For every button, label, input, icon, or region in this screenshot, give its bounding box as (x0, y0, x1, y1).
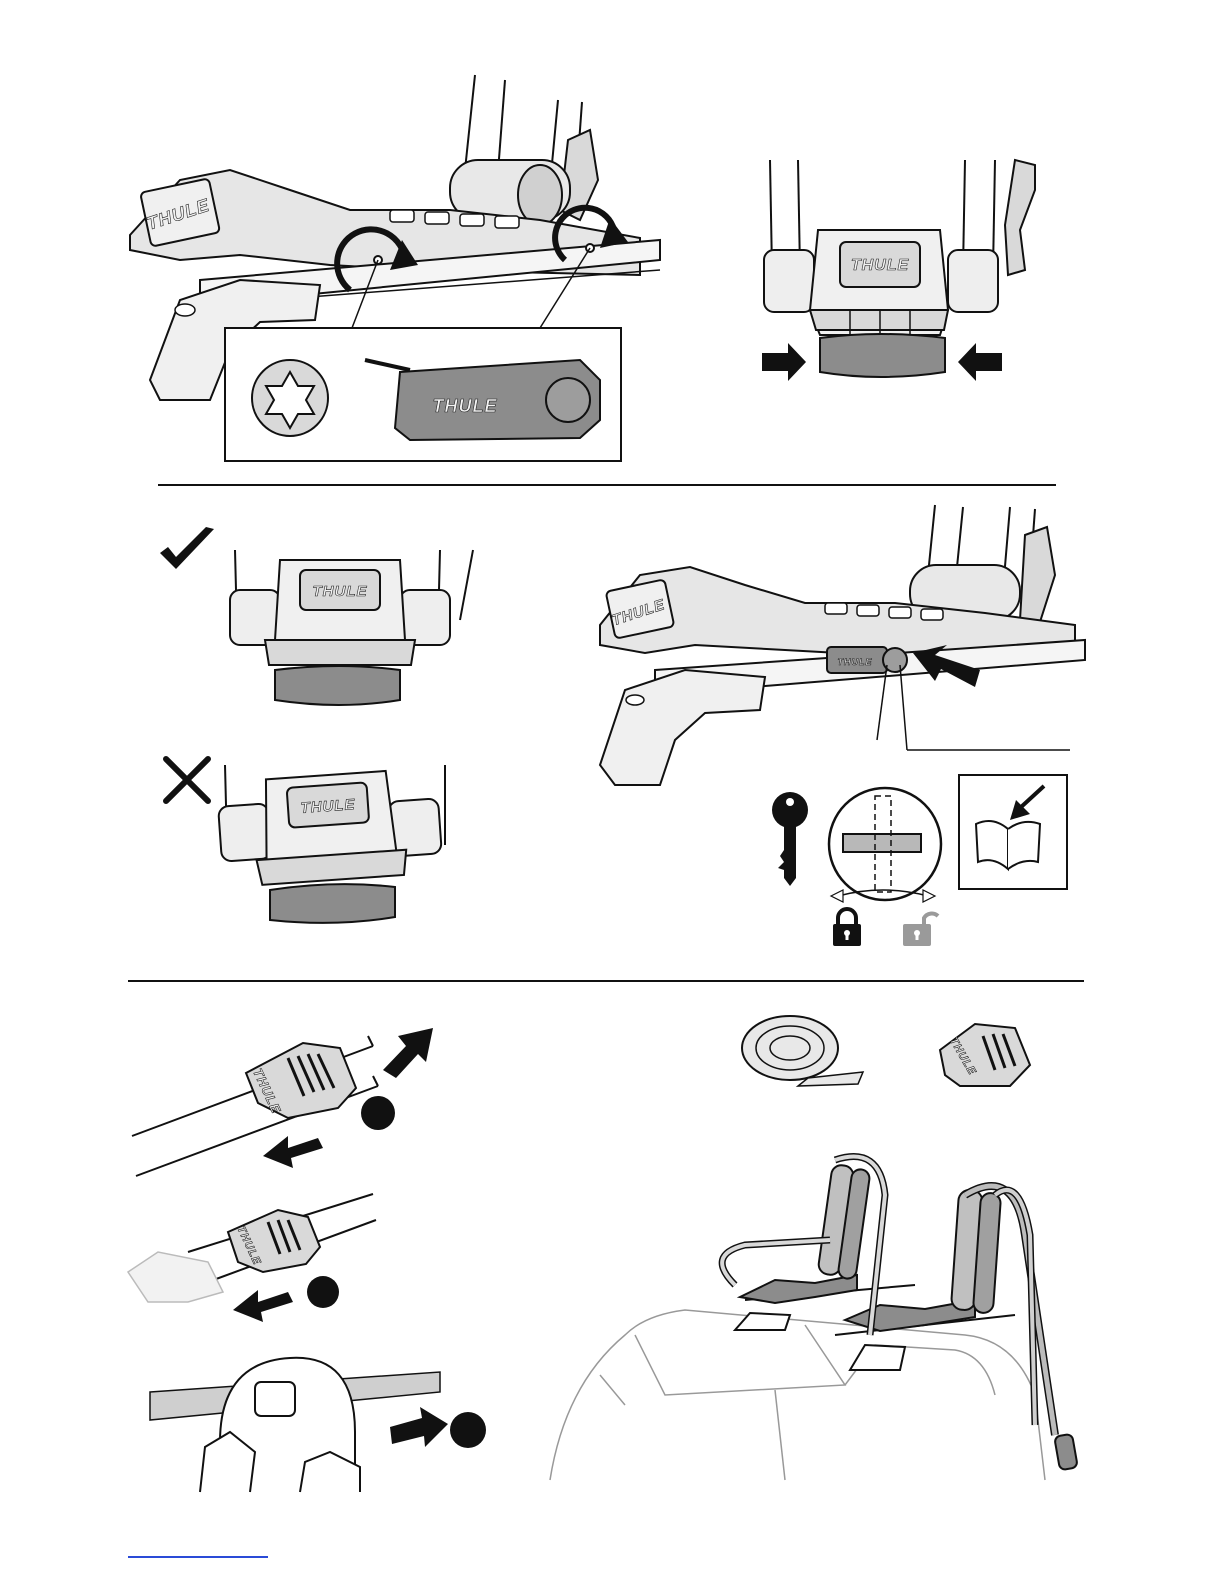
section-divider (158, 484, 1056, 486)
svg-text:THULE: THULE (433, 396, 498, 416)
strap-roll-illustration (738, 1012, 868, 1087)
strap-step-3 (150, 1352, 520, 1497)
strap-step-1: THULE (128, 1018, 448, 1188)
lock-cover: THULE (365, 360, 600, 440)
key-icon (768, 790, 818, 890)
lock-insert-illustration: THULE THULE (595, 495, 1085, 795)
correct-fit-illustration: THULE (225, 540, 485, 720)
lock-cylinder-detail (823, 786, 953, 916)
buckle-illustration: THULE (935, 1020, 1035, 1090)
carrier-mount-illustration: THULE THULE (120, 60, 680, 480)
torx-bit-icon (252, 360, 328, 436)
svg-text:THULE: THULE (838, 657, 873, 667)
cradle-front-illustration: THULE (750, 150, 1050, 390)
checkmark-icon (158, 525, 218, 575)
cross-icon (162, 755, 212, 805)
svg-text:THULE: THULE (851, 257, 910, 274)
incorrect-fit-illustration: THULE (215, 755, 475, 935)
section-divider (128, 980, 1084, 982)
strap-step-2: THULE (128, 1192, 398, 1332)
padlock-unlocked-icon (900, 908, 940, 948)
manual-reference-icon (958, 774, 1068, 890)
footer-link-underline[interactable] (128, 1556, 268, 1558)
padlock-locked-icon (830, 908, 864, 948)
svg-text:THULE: THULE (313, 583, 368, 600)
car-with-kayak-carrier (545, 1135, 1085, 1495)
